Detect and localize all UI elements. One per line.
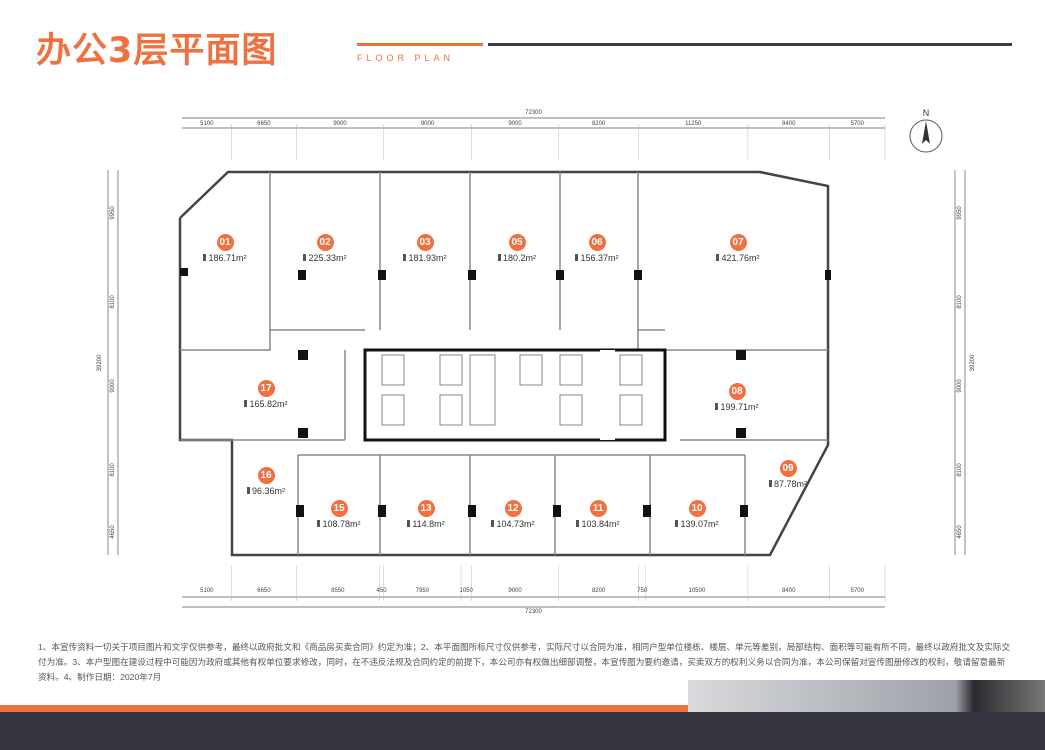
unit-area: 156.37m² — [557, 253, 637, 263]
unit-number: 15 — [330, 500, 348, 517]
dimension-top: 8400 — [782, 121, 796, 127]
unit-area: 199.71m² — [697, 402, 777, 412]
dimension-top: 5700 — [850, 121, 864, 127]
dimension-bottom: 750 — [637, 588, 648, 594]
unit-number: 06 — [588, 234, 606, 251]
unit-13[interactable]: 13 114.8m² — [386, 498, 466, 529]
dimension-right: 9950 — [957, 206, 963, 220]
dimension-top: 9000 — [420, 121, 435, 127]
dimension-left: 4650 — [110, 525, 116, 539]
compass-label: N — [922, 108, 930, 118]
unit-area: 186.71m² — [185, 253, 265, 263]
unit-16[interactable]: 16 96.36m² — [226, 465, 306, 496]
dimension-top: 11250 — [685, 121, 702, 127]
unit-10[interactable]: 10 139.07m² — [657, 498, 737, 529]
unit-area: 180.2m² — [477, 253, 557, 263]
page-subtitle: FLOOR PLAN — [357, 53, 455, 63]
dimension-right: 8100 — [957, 294, 963, 309]
unit-number: 08 — [728, 383, 746, 400]
dimension-top: 9000 — [508, 121, 522, 127]
title-accent-line — [357, 43, 483, 46]
dimension-bottom: 6650 — [257, 588, 271, 594]
dimension-top: 6650 — [257, 121, 271, 127]
dimension-left: 9000 — [110, 378, 116, 393]
dimension-bottom: 5100 — [200, 588, 214, 594]
unit-area: 225.33m² — [285, 253, 365, 263]
unit-09[interactable]: 09 87.78m² — [748, 458, 828, 489]
unit-01[interactable]: 01 186.71m² — [185, 232, 265, 263]
dimension-bottom: 8200 — [591, 588, 606, 594]
unit-02[interactable]: 02 225.33m² — [285, 232, 365, 263]
structural-columns — [180, 268, 831, 517]
dimension-bottom: 5700 — [850, 588, 864, 594]
dimension-right: 4650 — [957, 525, 963, 539]
north-arrow-icon — [909, 119, 943, 153]
dimension-lines — [107, 117, 966, 608]
unit-number: 12 — [504, 500, 522, 517]
unit-area: 108.78m² — [299, 519, 379, 529]
floor-plan-drawing — [107, 117, 966, 608]
unit-07[interactable]: 07 421.76m² — [698, 232, 778, 263]
unit-number: 05 — [508, 234, 526, 251]
dimension-bottom: 450 — [376, 588, 387, 594]
dimension-bottom: 10500 — [688, 588, 706, 594]
unit-area: 104.73m² — [473, 519, 553, 529]
dimension-top: 8200 — [591, 121, 606, 127]
unit-08[interactable]: 08 199.71m² — [697, 381, 777, 412]
dimension-left: 8100 — [110, 294, 116, 309]
dimension-bottom: 8400 — [782, 588, 796, 594]
unit-area: 103.84m² — [558, 519, 638, 529]
dimension-bottom: 9000 — [508, 588, 522, 594]
unit-05[interactable]: 05 180.2m² — [477, 232, 557, 263]
unit-number: 03 — [416, 234, 434, 251]
footer-accent-band — [0, 705, 690, 712]
dimension-right: 9000 — [957, 378, 963, 393]
north-compass: N — [908, 108, 944, 158]
building-core — [363, 348, 667, 442]
dimension-bottom: 1050 — [459, 588, 473, 594]
dimension-total-right: 39200 — [970, 354, 976, 371]
unit-number: 07 — [729, 234, 747, 251]
disclaimer-note: 1、本宣传资料一切关于项目图片和文字仅供参考，最终以政府批文和《商品房买卖合同》… — [38, 642, 1011, 682]
dimension-bottom: 7950 — [415, 588, 430, 594]
title-divider-line — [488, 43, 1012, 46]
unit-number: 16 — [257, 467, 275, 484]
dimension-total-left: 39200 — [97, 354, 103, 371]
unit-11[interactable]: 11 103.84m² — [558, 498, 638, 529]
unit-number: 02 — [316, 234, 334, 251]
unit-number: 17 — [257, 380, 275, 397]
footer-band — [0, 712, 1045, 750]
dimension-total-bottom: 72300 — [525, 609, 542, 615]
unit-area: 96.36m² — [226, 486, 306, 496]
unit-03[interactable]: 03 181.93m² — [385, 232, 465, 263]
unit-area: 87.78m² — [748, 479, 828, 489]
unit-area: 165.82m² — [226, 399, 306, 409]
unit-15[interactable]: 15 108.78m² — [299, 498, 379, 529]
dimension-bottom: 8550 — [331, 588, 345, 594]
unit-number: 09 — [779, 460, 797, 477]
unit-area: 114.8m² — [386, 519, 466, 529]
unit-number: 13 — [417, 500, 435, 517]
unit-number: 01 — [216, 234, 234, 251]
unit-area: 139.07m² — [657, 519, 737, 529]
unit-12[interactable]: 12 104.73m² — [473, 498, 553, 529]
dimension-total-top: 72300 — [525, 110, 542, 116]
dimension-right: 8100 — [957, 462, 963, 477]
unit-area: 181.93m² — [385, 253, 465, 263]
dimension-left: 9950 — [110, 206, 116, 220]
unit-number: 10 — [688, 500, 706, 517]
dimension-left: 8100 — [110, 462, 116, 477]
dimension-top: 9000 — [333, 121, 347, 127]
unit-17[interactable]: 17 165.82m² — [226, 378, 306, 409]
unit-area: 421.76m² — [698, 253, 778, 263]
page-title: 办公3层平面图 — [36, 31, 278, 71]
unit-number: 11 — [589, 500, 607, 517]
grid-axis-lines — [231, 124, 886, 601]
dimension-top: 5100 — [200, 121, 214, 127]
unit-06[interactable]: 06 156.37m² — [557, 232, 637, 263]
